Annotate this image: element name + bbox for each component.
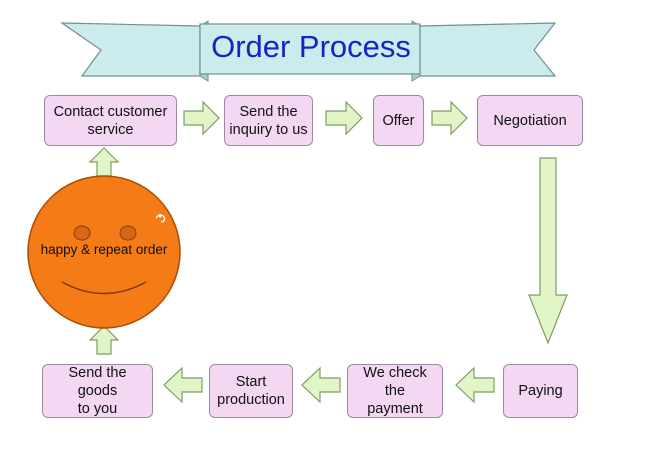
- arrow-right-3: [431, 100, 468, 136]
- arrow-right-1: [183, 100, 220, 136]
- smiley-face: [27, 175, 181, 329]
- smiley-label: happy & repeat order: [40, 242, 168, 257]
- step-start-production: Start production: [209, 364, 293, 418]
- diagram-title: Order Process: [211, 29, 411, 64]
- arrow-down-long: [528, 157, 568, 345]
- arrow-left-3: [163, 366, 203, 404]
- step-offer: Offer: [373, 95, 424, 146]
- step-paying: Paying: [503, 364, 578, 418]
- title-banner: [60, 20, 557, 82]
- step-contact-customer-service: Contact customer service: [44, 95, 177, 146]
- arrow-up-top: [88, 147, 120, 177]
- step-check-payment: We check the payment: [347, 364, 443, 418]
- step-send-inquiry: Send the inquiry to us: [224, 95, 313, 146]
- arrow-left-1: [455, 366, 495, 404]
- arrow-right-2: [325, 100, 363, 136]
- step-negotiation: Negotiation: [477, 95, 583, 146]
- arrow-up-bottom: [88, 325, 120, 355]
- step-send-goods: Send the goods to you: [42, 364, 153, 418]
- arrow-left-2: [301, 366, 341, 404]
